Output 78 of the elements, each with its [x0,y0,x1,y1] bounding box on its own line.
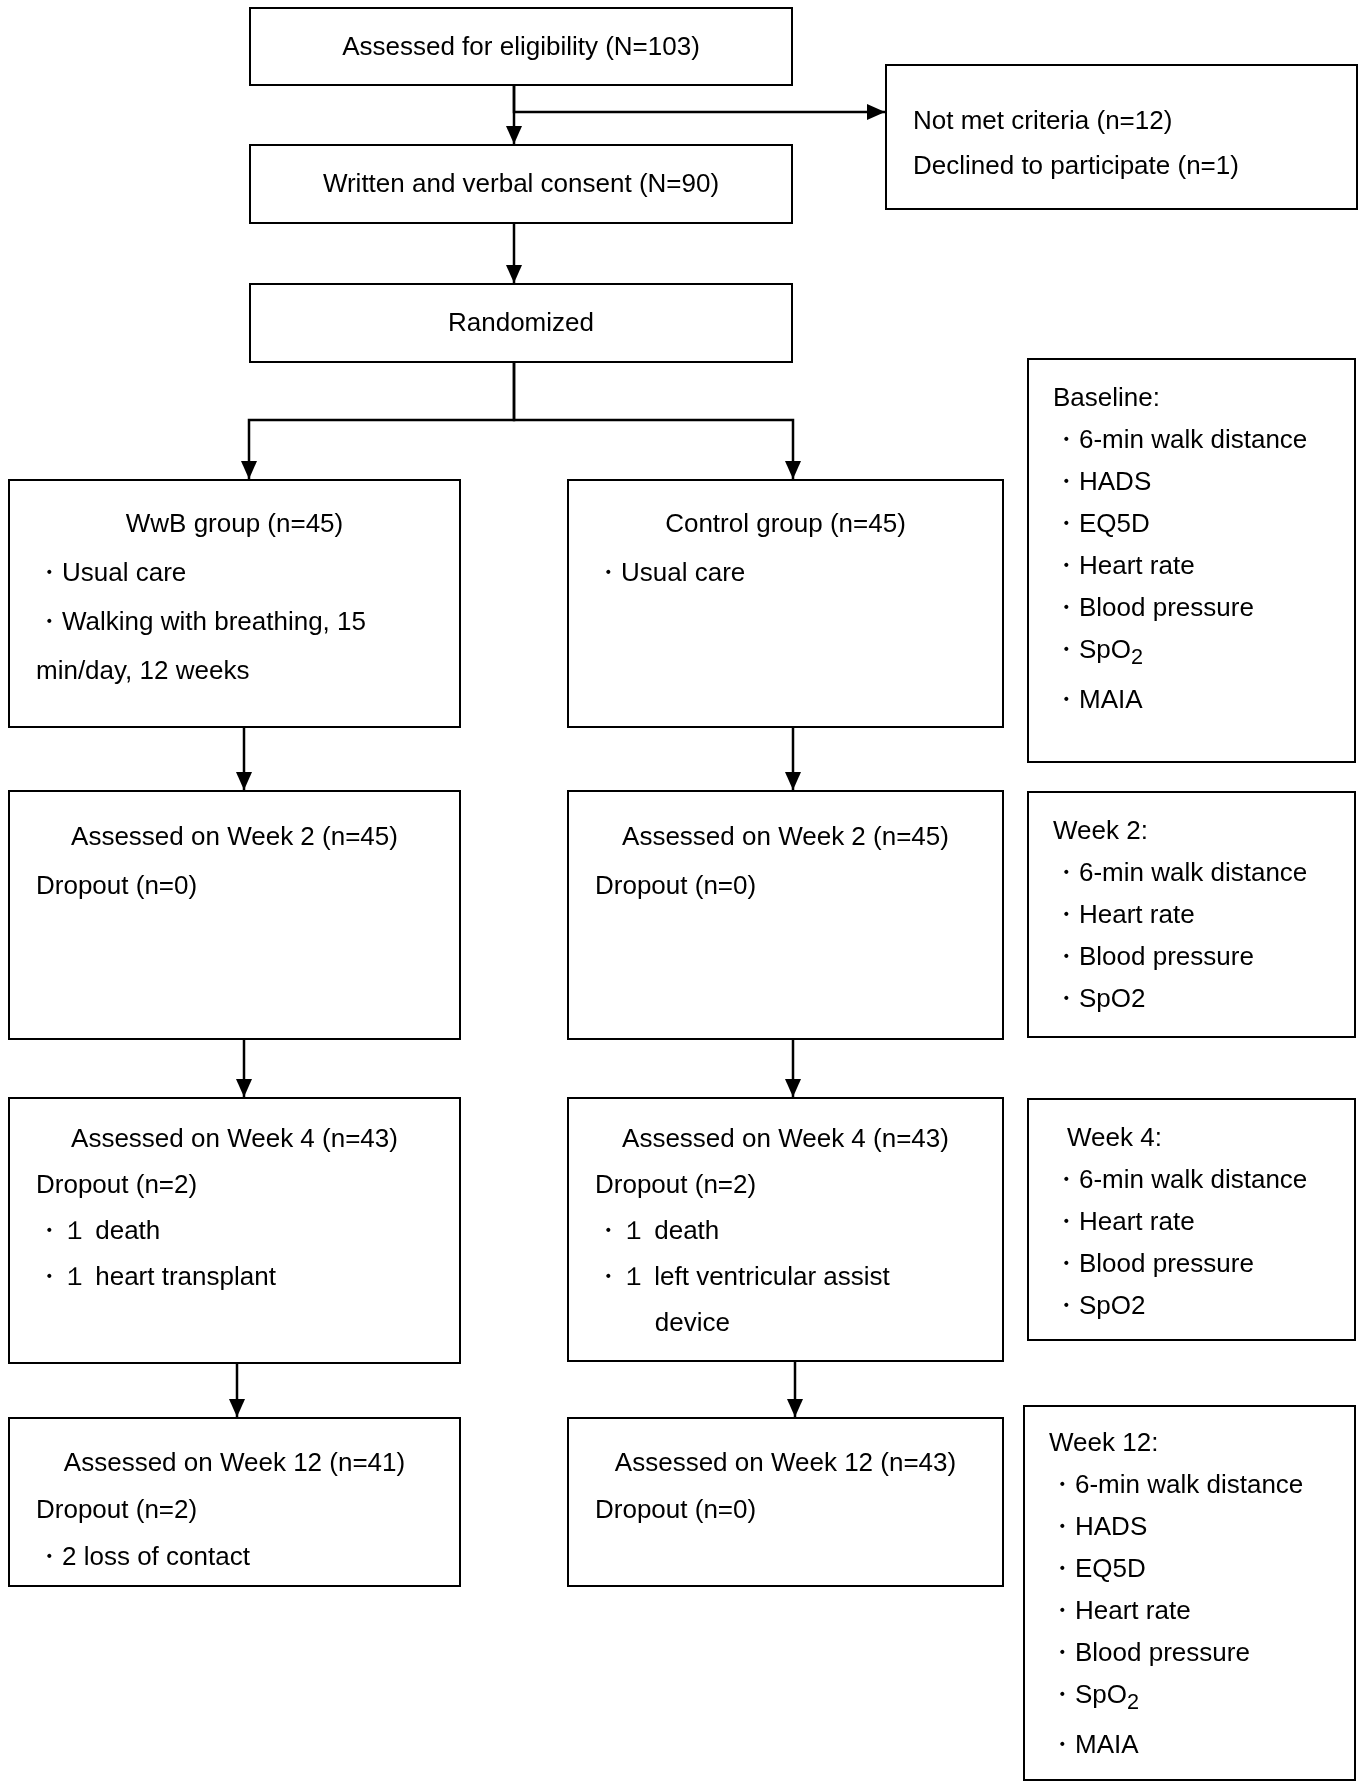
arrow [785,1040,801,1097]
box-heading: WwB group (n=45) [124,507,345,540]
box-text: Declined to participate (n=1) [913,149,1240,182]
list-item: ・Blood pressure [1053,1247,1255,1280]
arrow [236,728,252,790]
list-heading: Week 4: [1066,1121,1163,1154]
list-item: ・Heart rate [1053,549,1196,582]
box-heading: Control group (n=45) [664,507,907,540]
box-label: Assessed for eligibility (N=103) [342,30,700,63]
measures-box [1027,358,1356,763]
box-heading: Assessed on Week 4 (n=43) [621,1122,950,1155]
box-heading: Assessed on Week 2 (n=45) [621,820,950,853]
assessment-box [567,1097,1004,1362]
list-item: ・Heart rate [1053,1205,1196,1238]
box-text: Not met criteria (n=12) [913,104,1174,137]
box-text: ・１ heart transplant [36,1260,277,1293]
list-item: ・6-min walk distance [1049,1468,1305,1501]
list-item: ・MAIA [1053,683,1144,717]
list-item: ・6-min walk distance [1053,1163,1309,1196]
list-heading: Week 12: [1049,1426,1160,1459]
measures-box [1023,1405,1356,1781]
measures-box [1027,1098,1356,1341]
arrow [506,224,522,283]
assessment-box [567,790,1004,1040]
list-item: ・MAIA [1049,1728,1140,1762]
assessment-box [567,1417,1004,1587]
assessment-box [8,479,461,728]
box-heading: Assessed on Week 4 (n=43) [70,1122,399,1155]
exclusion-box [885,64,1358,210]
box-text: Dropout (n=2) [36,1168,199,1201]
box-text: ・１ left ventricular assist device [595,1260,891,1339]
list-item: ・HADS [1053,465,1153,498]
list-heading: Week 2: [1053,814,1149,847]
arrow [785,728,801,790]
box-text: ・2 loss of contact [36,1540,251,1573]
assessment-box [8,1417,461,1587]
list-item: ・Blood pressure [1053,940,1255,973]
box-text: Dropout (n=0) [595,869,758,902]
box-text: Dropout (n=2) [36,1493,199,1526]
box-text: ・１ death [595,1214,721,1247]
list-item: ・HADS [1049,1510,1149,1543]
assessment-box [8,1097,461,1364]
arrow [512,363,801,479]
list-item: ・SpO2 [1053,982,1147,1015]
list-item: ・Blood pressure [1049,1636,1251,1669]
list-item: ・Heart rate [1049,1594,1192,1627]
process-box [249,7,793,86]
list-item: ・Blood pressure [1053,591,1255,624]
arrow [236,1040,252,1097]
list-item: ・6-min walk distance [1053,423,1309,456]
box-text: ・Walking with breathing, 15 min/day, 12 weeks [36,605,367,687]
box-text: Dropout (n=0) [595,1493,758,1526]
box-text: ・Usual care [36,556,188,589]
process-box [249,283,793,363]
list-item: ・SpO$_{2}$ [1053,633,1145,672]
list-item: ・EQ5D [1053,507,1151,540]
assessment-box [8,790,461,1040]
arrow [229,1364,245,1417]
box-heading: Assessed on Week 2 (n=45) [70,820,399,853]
box-label: Randomized [448,307,594,339]
arrow [512,86,885,120]
list-item: ・SpO$_{2}$ [1049,1678,1141,1717]
list-item: ・Heart rate [1053,898,1196,931]
measures-box [1027,791,1356,1038]
assessment-box [567,479,1004,728]
box-text: Dropout (n=2) [595,1168,758,1201]
process-box [249,144,793,224]
list-item: ・EQ5D [1049,1552,1147,1585]
box-heading: Assessed on Week 12 (n=43) [613,1446,958,1479]
box-label: Written and verbal consent (N=90) [322,168,720,200]
arrow [787,1362,803,1417]
list-item: ・SpO2 [1053,1289,1147,1322]
box-text: Dropout (n=0) [36,869,199,902]
list-item: ・6-min walk distance [1053,856,1309,889]
box-heading: Assessed on Week 12 (n=41) [62,1446,407,1479]
box-text: ・Usual care [595,556,747,589]
box-text: ・１ death [36,1214,162,1247]
list-heading: Baseline: [1053,381,1161,414]
